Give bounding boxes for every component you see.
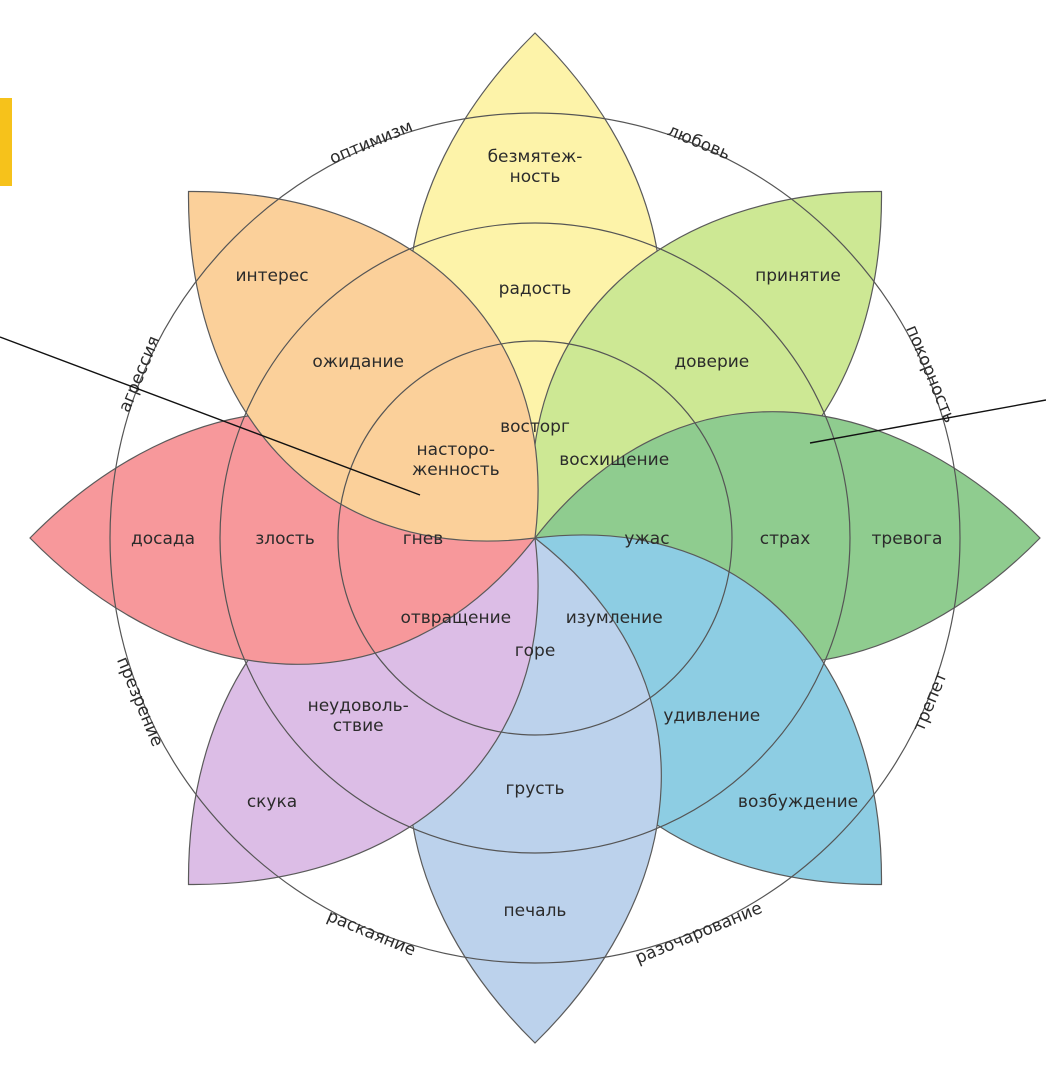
callout-line-left xyxy=(0,336,421,496)
dyad-3: разочарование xyxy=(632,898,765,968)
dyad-5: презрение xyxy=(112,654,167,750)
label-anticipation-2: интерес xyxy=(235,266,308,286)
label-sadness-0: горе xyxy=(515,641,556,661)
label-fear-0: ужас xyxy=(624,529,669,549)
outer-ring xyxy=(109,112,961,964)
label-disgust-1: неудоволь-ствие xyxy=(308,696,409,736)
label-joy-0: восторг xyxy=(500,417,570,437)
label-sadness-2: печаль xyxy=(504,901,567,921)
label-anger-0: гнев xyxy=(403,529,444,549)
inner-ring xyxy=(337,340,733,736)
dyad-1: покорность xyxy=(901,322,959,426)
label-trust-0: восхищение xyxy=(559,450,669,470)
label-surprise-0: изумление xyxy=(566,608,663,628)
label-trust-2: принятие xyxy=(755,266,841,286)
label-fear-2: тревога xyxy=(872,529,943,549)
label-trust-1: доверие xyxy=(674,352,749,372)
label-anticipation-1: ожидание xyxy=(312,352,404,372)
label-anger-2: досада xyxy=(131,529,195,549)
petal-anticipation-outer xyxy=(187,190,539,542)
dyad-0: любовь xyxy=(664,121,733,165)
callout-lines xyxy=(0,336,1046,496)
label-disgust-2: скука xyxy=(247,792,297,812)
dyad-2: трепет xyxy=(909,669,951,735)
label-joy-1: радость xyxy=(499,279,572,299)
label-anticipation-0: насторо-женность xyxy=(412,440,500,480)
label-disgust-0: отвращение xyxy=(400,608,511,628)
label-anger-1: злость xyxy=(255,529,315,549)
label-surprise-2: возбуждение xyxy=(738,792,858,812)
middle-ring xyxy=(219,222,851,854)
dyad-7: оптимизм xyxy=(327,116,416,168)
labels-layer: восторг радость безмятеж-ность восхищение до… xyxy=(131,147,943,921)
callout-line-right xyxy=(809,399,1046,444)
petals-layer xyxy=(29,32,1041,1044)
label-fear-1: страх xyxy=(760,529,811,549)
petal-anticipation xyxy=(187,190,539,542)
dyad-6: агрессия xyxy=(115,333,164,415)
label-joy-2: безмятеж-ность xyxy=(488,147,583,187)
label-sadness-1: грусть xyxy=(505,779,564,799)
rings-layer xyxy=(109,112,961,964)
label-surprise-1: удивление xyxy=(663,706,760,726)
dyad-4: раскаяние xyxy=(324,906,419,960)
yellow-accent-block xyxy=(0,98,12,186)
